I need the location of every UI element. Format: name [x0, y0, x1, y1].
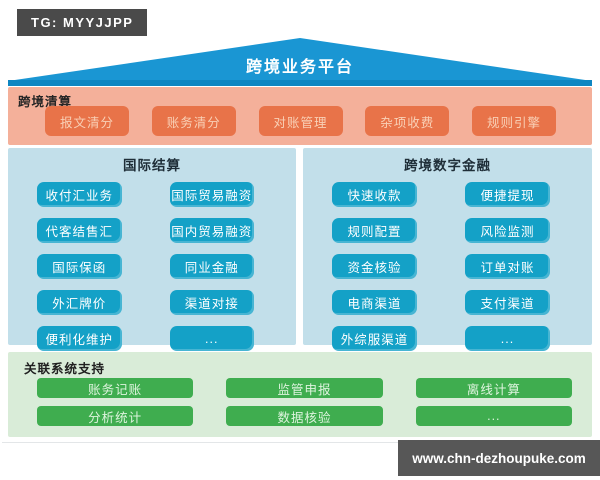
- module-box: 规则配置: [332, 218, 417, 243]
- support-module-grid: 账务记账 分析统计 监管申报 数据核验 离线计算 ...: [37, 378, 572, 426]
- panel-international-settlement: 国际结算 收付汇业务 代客结售汇 国际保函 外汇牌价 便利化维护 国际贸易融资 …: [8, 148, 296, 351]
- module-box: 便捷提现: [465, 182, 550, 207]
- module-box: 国际贸易融资: [169, 182, 254, 207]
- bottom-divider-line: [2, 442, 600, 443]
- support-section-label: 关联系统支持: [24, 362, 106, 376]
- support-module-box: 分析统计: [37, 406, 194, 426]
- support-module-box-ellipsis: ...: [415, 406, 572, 426]
- support-section: 关联系统支持 账务记账 分析统计 监管申报 数据核验 离线计算 ...: [8, 352, 592, 437]
- module-box: 同业金融: [169, 254, 254, 279]
- clearing-section-label: 跨境清算: [18, 95, 73, 109]
- module-box-ellipsis: ...: [169, 326, 254, 351]
- telegram-handle-badge: TG: MYYJJPP: [17, 9, 148, 36]
- module-box: 外汇牌价: [37, 290, 122, 315]
- module-box: 风险监测: [465, 218, 550, 243]
- support-module-box: 离线计算: [415, 378, 572, 398]
- module-box: 便利化维护: [37, 326, 122, 351]
- clearing-section: 跨境清算 报文清分 账务清分 对账管理 杂项收费 规则引擎: [8, 87, 592, 145]
- module-box: 国内贸易融资: [169, 218, 254, 243]
- support-module-box: 账务记账: [37, 378, 194, 398]
- panel-module-grid: 快速收款 规则配置 资金核验 电商渠道 外综服渠道 便捷提现 风险监测 订单对账…: [332, 182, 550, 351]
- clearing-module-box: 账务清分: [151, 106, 236, 136]
- module-box: 收付汇业务: [37, 182, 122, 207]
- clearing-module-row: 报文清分 账务清分 对账管理 杂项收费 规则引擎: [45, 106, 556, 136]
- module-box: 资金核验: [332, 254, 417, 279]
- module-box: 渠道对接: [169, 290, 254, 315]
- watermark-badge: www.chn-dezhoupuke.com: [398, 440, 600, 476]
- support-module-box: 数据核验: [226, 406, 383, 426]
- platform-roof: 跨境业务平台: [8, 38, 592, 86]
- clearing-module-box: 报文清分: [45, 106, 129, 136]
- panel-module-grid: 收付汇业务 代客结售汇 国际保函 外汇牌价 便利化维护 国际贸易融资 国内贸易融…: [37, 182, 254, 351]
- support-module-box: 监管申报: [226, 378, 383, 398]
- module-box: 订单对账: [465, 254, 550, 279]
- roof-base-bar: [8, 80, 592, 86]
- module-box: 代客结售汇: [37, 218, 122, 243]
- clearing-module-box: 规则引擎: [472, 106, 556, 136]
- module-box: 支付渠道: [465, 290, 550, 315]
- module-box: 快速收款: [332, 182, 417, 207]
- panel-title: 国际结算: [123, 158, 181, 173]
- platform-title: 跨境业务平台: [245, 59, 354, 76]
- module-box: 外综服渠道: [332, 326, 417, 351]
- module-box: 国际保函: [37, 254, 122, 279]
- panel-title: 跨境数字金融: [404, 158, 491, 173]
- panel-crossborder-digital-finance: 跨境数字金融 快速收款 规则配置 资金核验 电商渠道 外综服渠道 便捷提现 风险…: [303, 148, 592, 351]
- module-box: 电商渠道: [332, 290, 417, 315]
- module-box-ellipsis: ...: [465, 326, 550, 351]
- clearing-module-box: 对账管理: [258, 106, 343, 136]
- clearing-module-box: 杂项收费: [365, 106, 450, 136]
